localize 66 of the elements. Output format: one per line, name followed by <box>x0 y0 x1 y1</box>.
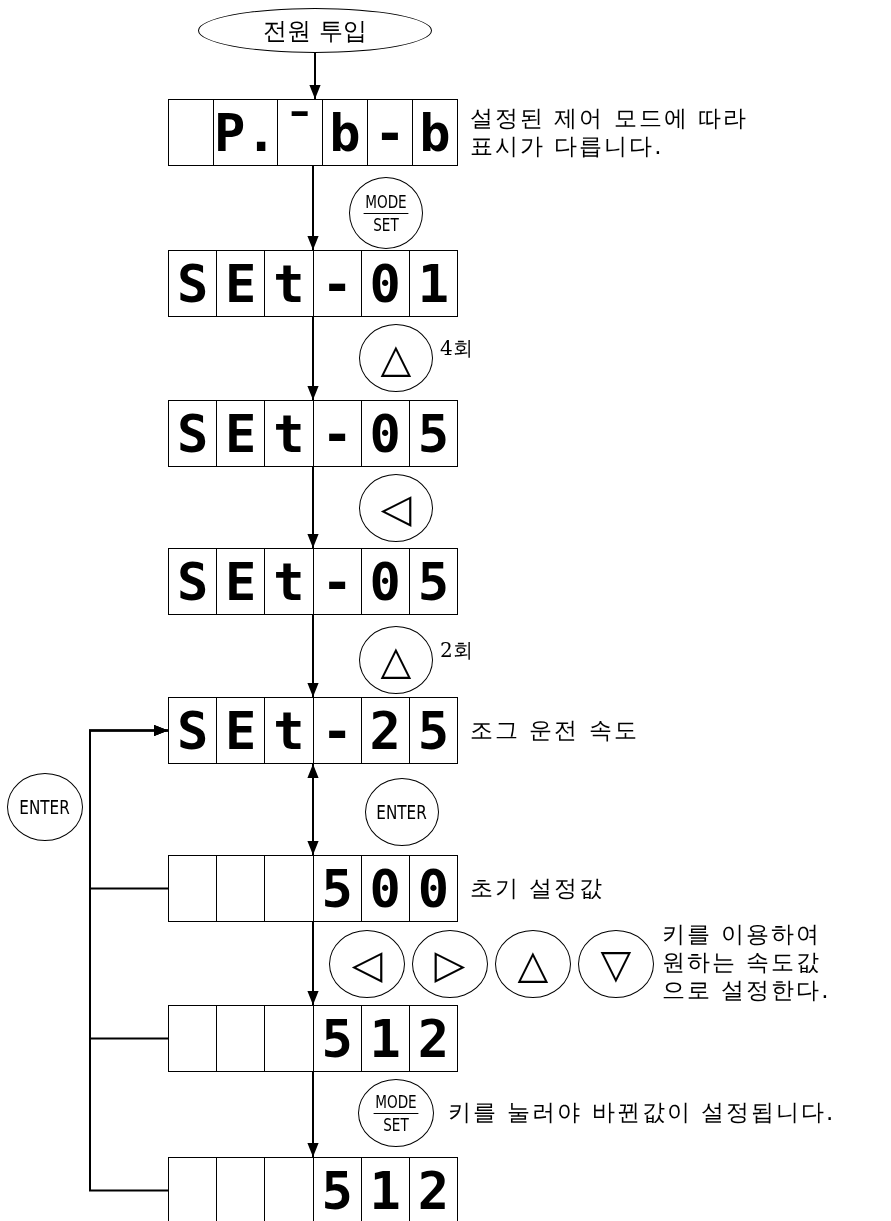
display-digit: b <box>321 100 367 165</box>
display-digit: b <box>411 100 457 165</box>
display-digit: 2 <box>408 1006 458 1071</box>
arrow <box>307 921 319 1006</box>
display-digit: 1 <box>360 1158 409 1221</box>
display-digit: E <box>216 251 265 316</box>
display-digit: t <box>264 251 313 316</box>
note-text: 초기 설정값 <box>470 874 605 902</box>
note-text: 설정된 제어 모드에 따라 표시가 다릅니다. <box>470 104 749 160</box>
arrow <box>307 763 319 856</box>
arrow <box>307 165 319 251</box>
display-digit: 5 <box>312 856 361 921</box>
key-button: ◁ <box>359 474 433 542</box>
arrow <box>307 466 319 549</box>
key-button: △ <box>359 626 433 694</box>
key-button: MODE SET <box>358 1079 434 1147</box>
key-button: △ <box>359 324 433 392</box>
note-text: 2회 <box>440 637 473 664</box>
display-digit: 0 <box>360 549 409 614</box>
display-digit: - <box>366 100 412 165</box>
key-button: MODE SET <box>349 177 423 249</box>
display-digit: 0 <box>360 856 409 921</box>
display-digit: S <box>175 402 210 466</box>
arrow <box>307 614 319 698</box>
display-digit: P. <box>213 100 277 165</box>
display-digit: 1 <box>360 1006 409 1071</box>
display-digit: E <box>216 698 265 763</box>
display-digit: 5 <box>312 1006 361 1071</box>
display-digit: t <box>264 401 313 466</box>
key-button: ◁ <box>329 930 405 998</box>
display-digit: t <box>264 698 313 763</box>
display-digit: S <box>175 252 210 316</box>
display-digit: 0 <box>408 856 458 921</box>
key-button: ▽ <box>578 930 654 998</box>
display-digit: - <box>312 251 361 316</box>
display-digit: 1 <box>408 251 458 316</box>
display-digit: 0 <box>360 251 409 316</box>
key-button: △ <box>495 930 571 998</box>
key-button: ENTER <box>7 773 83 841</box>
arrow <box>307 316 319 401</box>
key-button: ENTER <box>365 778 439 846</box>
display-digit: t <box>264 549 313 614</box>
display-digit: S <box>175 550 210 614</box>
display-digit: ¯ <box>276 100 322 165</box>
note-text: 키를 이용하여 원하는 속도값 으로 설정한다. <box>662 920 832 1004</box>
note-text: 조그 운전 속도 <box>470 716 639 744</box>
note-text: 키를 눌러야 바뀐값이 설정됩니다. <box>448 1098 836 1126</box>
note-text: 4회 <box>440 335 473 362</box>
display-digit: 5 <box>408 549 458 614</box>
key-button: ▷ <box>412 930 488 998</box>
display-digit: S <box>175 699 210 763</box>
display-digit: 5 <box>408 401 458 466</box>
arrow <box>307 1071 319 1158</box>
display-digit: E <box>216 401 265 466</box>
display-digit: - <box>312 549 361 614</box>
terminal-oval: 전원 투입 <box>198 8 432 53</box>
display-digit: - <box>312 401 361 466</box>
display-digit: 5 <box>312 1158 361 1221</box>
display-digit: 0 <box>360 401 409 466</box>
arrow <box>89 724 169 1192</box>
display-digit: 2 <box>360 698 409 763</box>
display-digit: 5 <box>408 698 458 763</box>
display-digit: E <box>216 549 265 614</box>
display-digit: - <box>312 698 361 763</box>
arrow <box>309 52 321 100</box>
display-digit: 2 <box>408 1158 458 1221</box>
